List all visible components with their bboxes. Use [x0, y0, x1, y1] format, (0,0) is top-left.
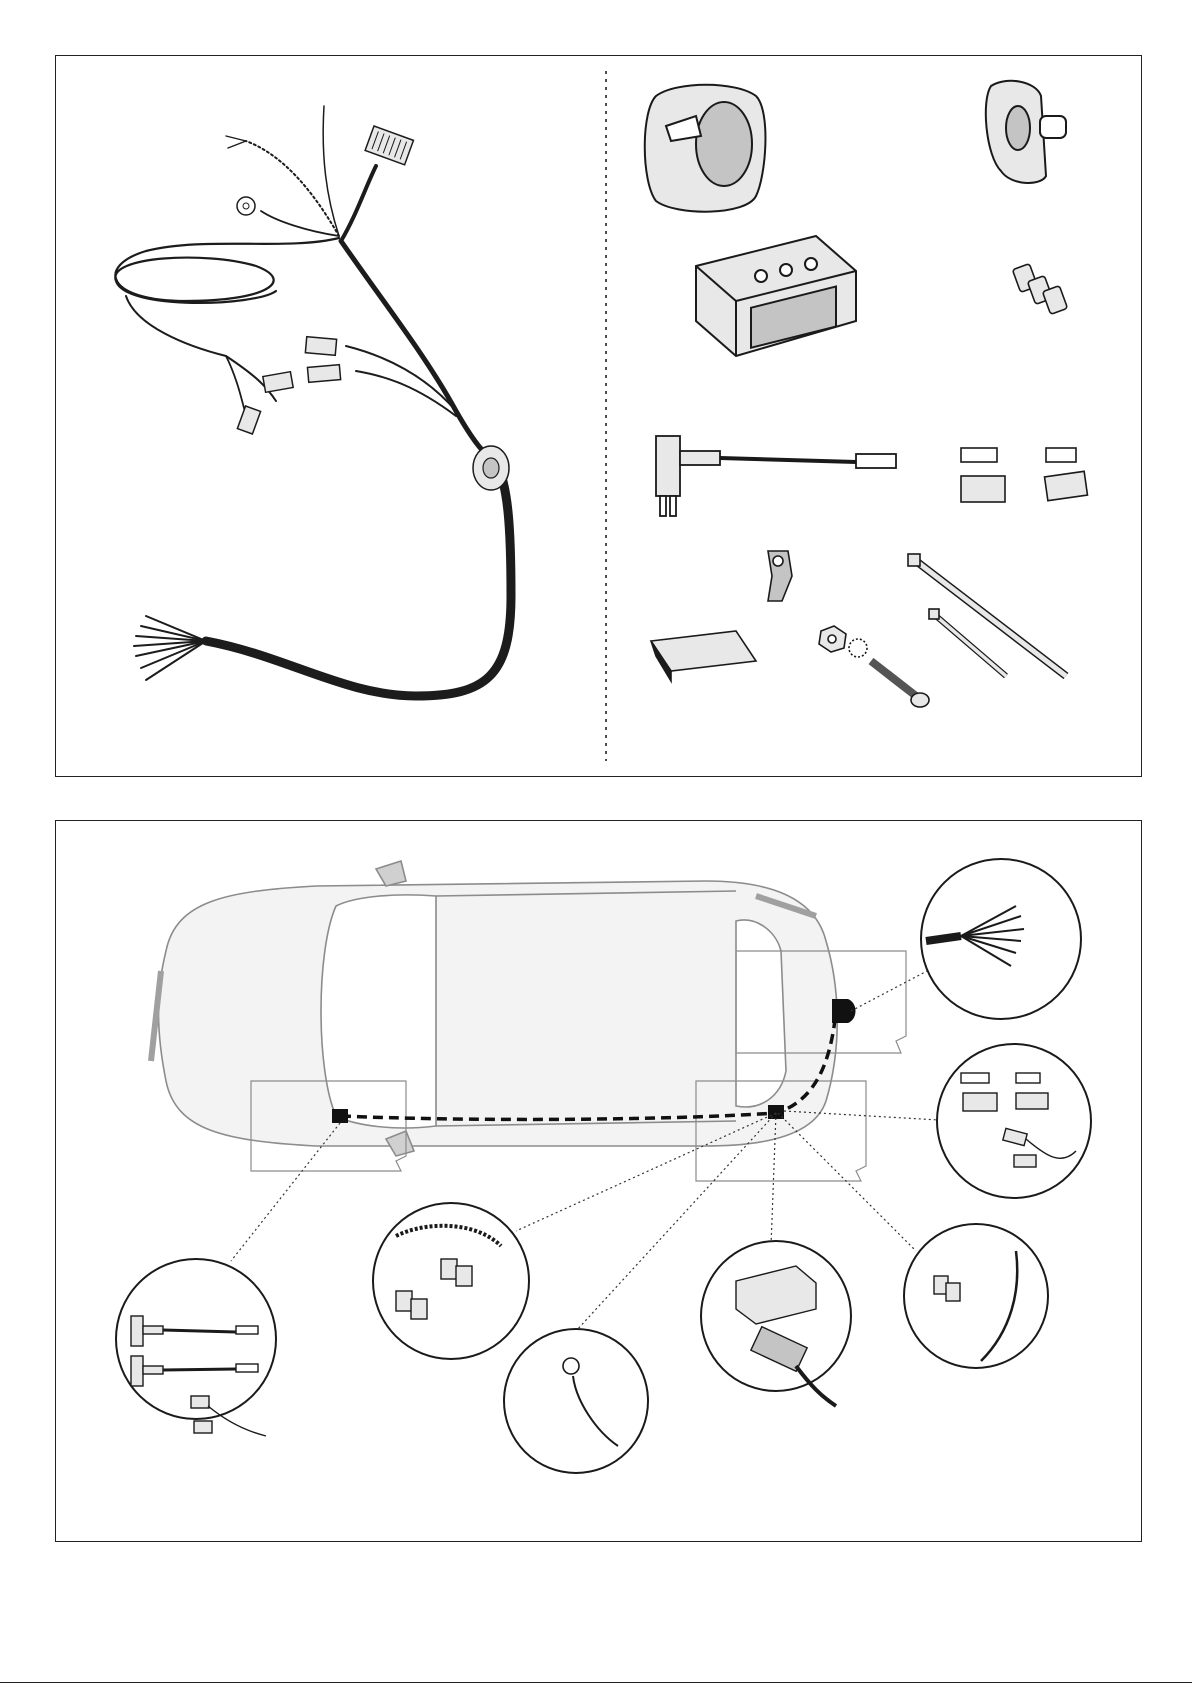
kit-contents-panel [55, 55, 1142, 777]
installation-drawing [56, 821, 1141, 1541]
spade-connector-1 [263, 372, 293, 393]
callout-module-plug [701, 1241, 851, 1406]
callout-rear-wire-ends [921, 859, 1081, 1019]
control-module [696, 236, 856, 356]
callout-earth-ring [504, 1329, 648, 1473]
callout-beaded-wire-clips [373, 1203, 529, 1359]
cable-clips [1012, 264, 1067, 315]
harness-multipin-connector [365, 126, 413, 165]
spade-connector-4 [307, 365, 340, 383]
spade-connector-2 [237, 406, 260, 434]
spade-connector-3 [305, 337, 336, 356]
page-bottom-rule [0, 1682, 1192, 1683]
adhesive-pad [651, 631, 756, 681]
car-top-view [151, 861, 837, 1156]
kit-contents-drawing [56, 56, 1141, 776]
socket-seal [986, 81, 1066, 183]
trailer-socket [645, 85, 766, 212]
wiring-harness [115, 106, 511, 696]
spade-connectors [961, 448, 1087, 502]
installation-panel [55, 820, 1142, 1542]
callout-connector-set [937, 1044, 1091, 1198]
front-junction-marker [332, 1109, 348, 1123]
callout-clip-wire [904, 1224, 1048, 1368]
fuse-tap [656, 436, 896, 516]
callout-fuse-taps-left [116, 1259, 276, 1436]
cable-ties [908, 554, 1066, 676]
earth-tab [768, 551, 792, 601]
nut-washer-bolt [819, 626, 929, 707]
